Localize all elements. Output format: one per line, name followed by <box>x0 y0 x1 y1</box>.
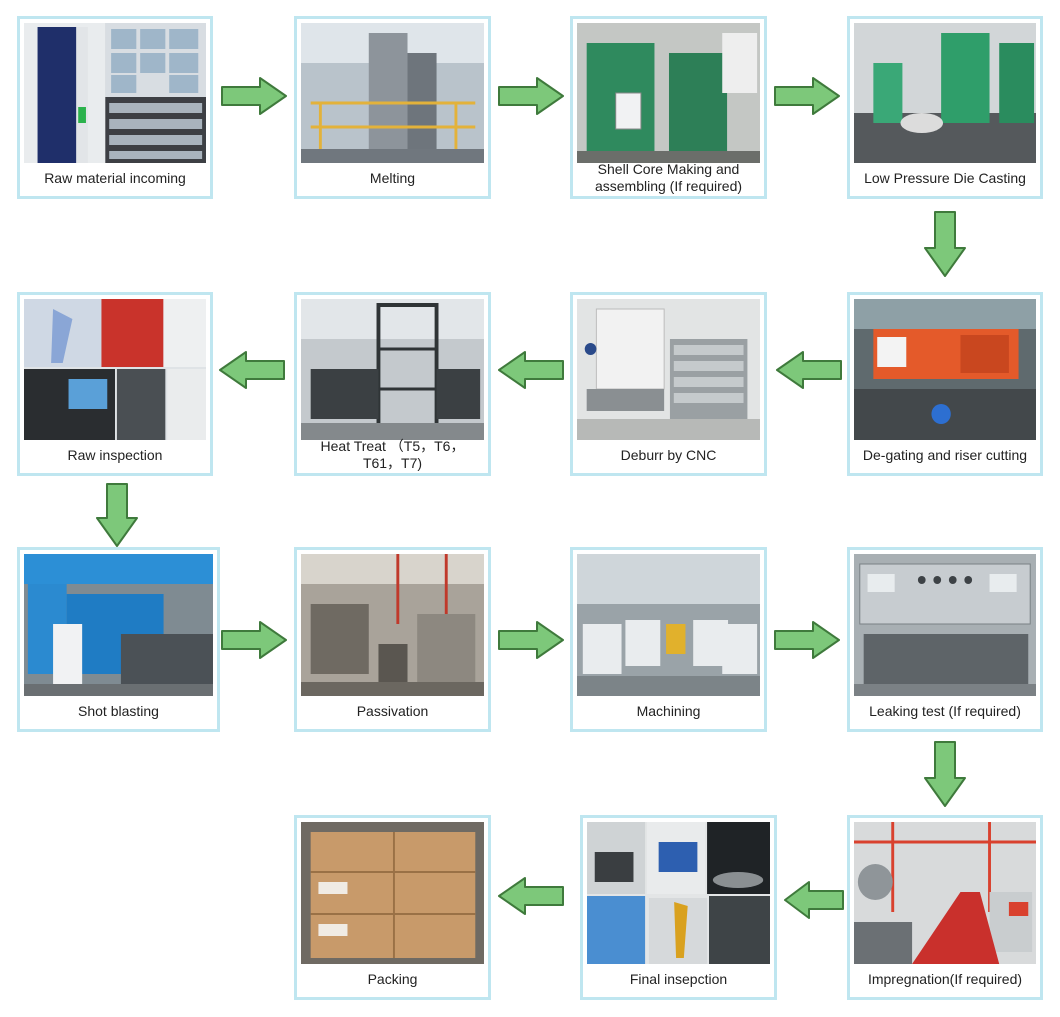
machining-photo <box>577 554 760 696</box>
step-low-pressure-die-casting: Low Pressure Die Casting <box>847 16 1043 199</box>
step-label: Raw inspection <box>67 446 163 463</box>
arrow-right-icon <box>497 76 565 116</box>
passivation-photo <box>301 554 484 696</box>
melting-photo <box>301 23 484 163</box>
step-leaking-test: Leaking test (If required) <box>847 547 1043 732</box>
step-melting: Melting <box>294 16 491 199</box>
step-impregnation: Impregnation(If required) <box>847 815 1043 1000</box>
arrow-left-icon <box>218 350 286 390</box>
step-label: Shell Core Making and assembling (If req… <box>594 161 743 194</box>
impregnation-photo <box>854 822 1036 964</box>
step-label: Low Pressure Die Casting <box>864 169 1026 186</box>
step-deburr-cnc: Deburr by CNC <box>570 292 767 476</box>
arrow-right-icon <box>220 76 288 116</box>
arrow-left-icon <box>497 350 565 390</box>
step-label: Melting <box>369 169 416 186</box>
step-label: Machining <box>636 702 701 719</box>
die-casting-photo <box>854 23 1036 163</box>
step-label: Passivation <box>356 702 429 719</box>
packing-photo <box>301 822 484 964</box>
step-label: Deburr by CNC <box>620 446 717 463</box>
arrow-right-icon <box>773 620 841 660</box>
step-passivation: Passivation <box>294 547 491 732</box>
step-raw-inspection: Raw inspection <box>17 292 213 476</box>
step-final-inspection: Final insepction <box>580 815 777 1000</box>
step-label: Raw material incoming <box>44 169 186 186</box>
step-de-gating: De-gating and riser cutting <box>847 292 1043 476</box>
final-inspection-photo <box>587 822 770 964</box>
de-gating-photo <box>854 299 1036 440</box>
shot-blasting-photo <box>24 554 213 696</box>
step-label: Heat Treat （T5，T6，T61，T7) <box>320 438 465 471</box>
step-shell-core-making: Shell Core Making and assembling (If req… <box>570 16 767 199</box>
step-label: Shot blasting <box>78 702 159 719</box>
step-label: De-gating and riser cutting <box>862 446 1028 463</box>
step-shot-blasting: Shot blasting <box>17 547 220 732</box>
heat-treat-photo <box>301 299 484 440</box>
arrow-left-icon <box>783 880 845 920</box>
step-packing: Packing <box>294 815 491 1000</box>
arrow-down-icon <box>95 482 139 548</box>
arrow-right-icon <box>497 620 565 660</box>
arrow-right-icon <box>773 76 841 116</box>
step-label: Final insepction <box>629 970 728 987</box>
arrow-down-icon <box>923 740 967 808</box>
shell-core-photo <box>577 23 760 163</box>
step-label: Leaking test (If required) <box>869 702 1021 719</box>
leaking-test-photo <box>854 554 1036 696</box>
step-label: Packing <box>367 970 418 987</box>
raw-material-photo <box>24 23 206 163</box>
arrow-down-icon <box>923 210 967 278</box>
arrow-right-icon <box>220 620 288 660</box>
step-label: Impregnation(If required) <box>867 970 1023 987</box>
step-heat-treat: Heat Treat （T5，T6，T61，T7) <box>294 292 491 476</box>
step-raw-material-incoming: Raw material incoming <box>17 16 213 199</box>
arrow-left-icon <box>775 350 843 390</box>
deburr-photo <box>577 299 760 440</box>
raw-inspection-photo <box>24 299 206 440</box>
arrow-left-icon <box>497 876 565 916</box>
step-machining: Machining <box>570 547 767 732</box>
